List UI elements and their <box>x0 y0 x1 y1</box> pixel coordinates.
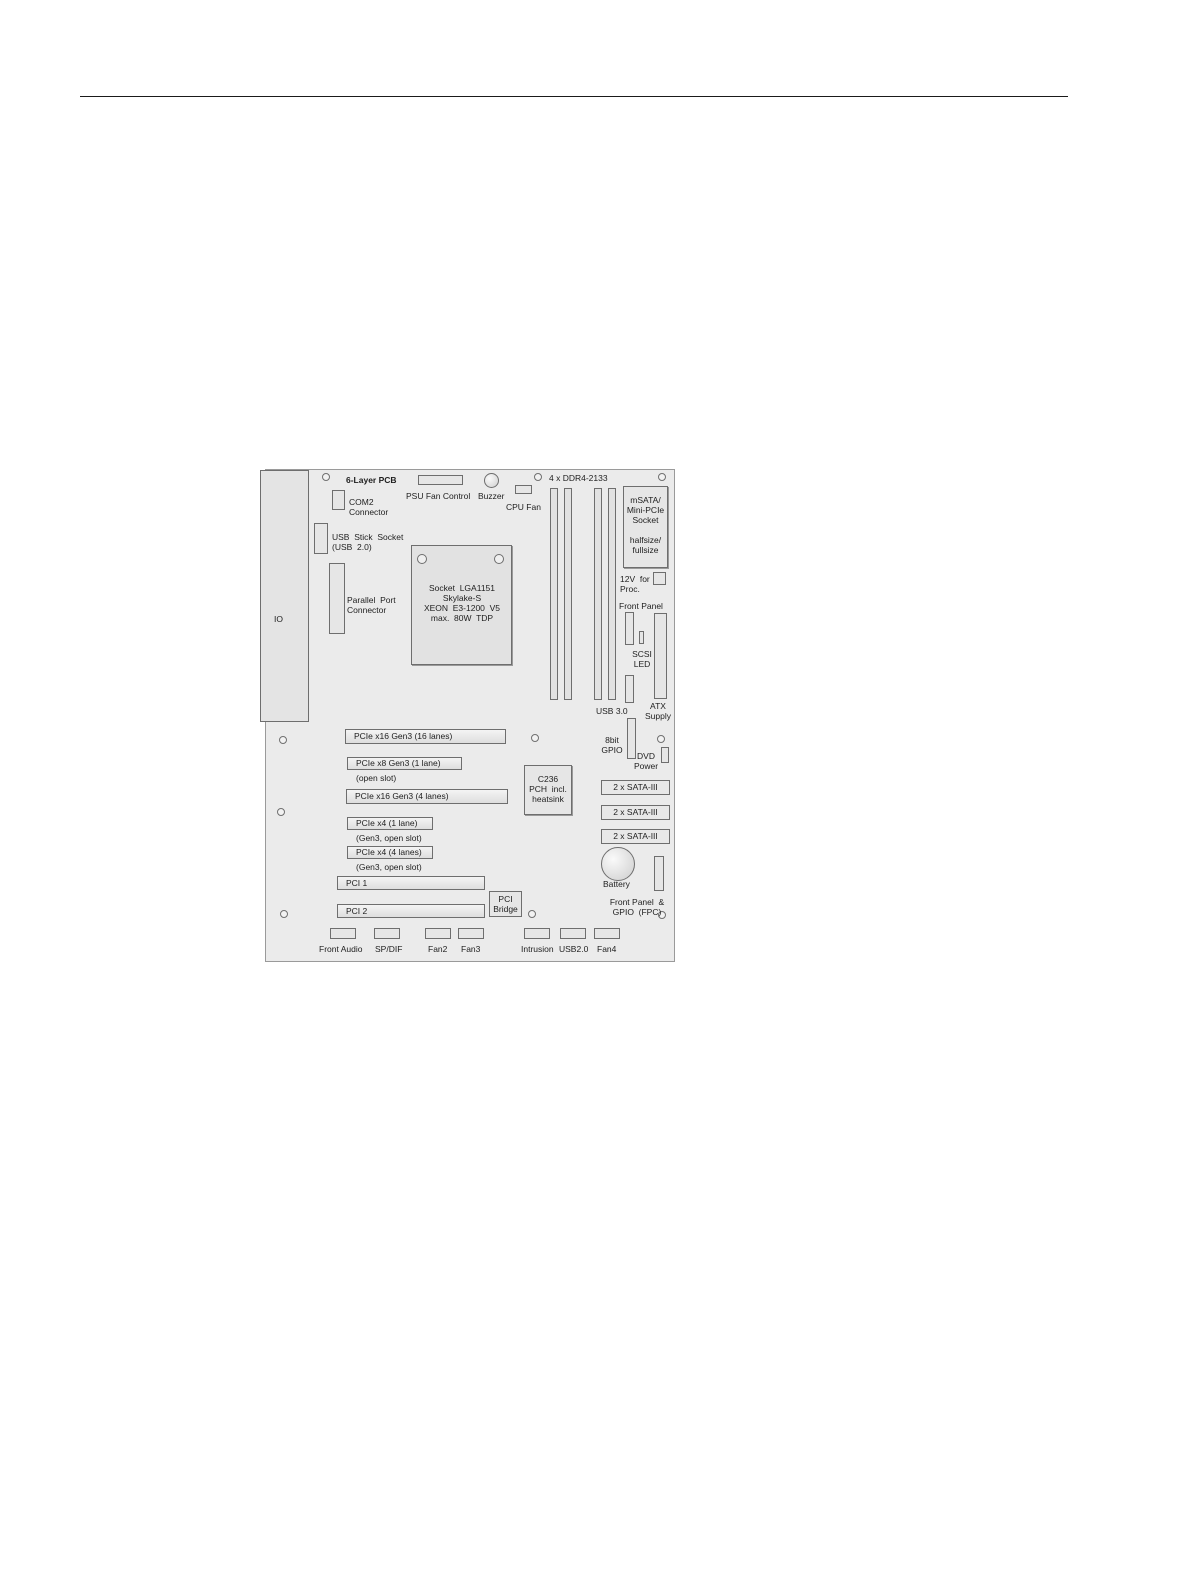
mounting-hole <box>528 910 536 918</box>
usb20-label: USB2.0 <box>559 944 589 954</box>
power12v-label: 12V for Proc. <box>620 574 650 594</box>
mounting-hole <box>322 473 330 481</box>
gpio-header <box>627 718 636 759</box>
pcie-x8-note: (open slot) <box>356 773 397 783</box>
pch-chip: C236 PCH incl. heatsink <box>524 765 572 815</box>
fpc-label: Front Panel & GPIO (FPC) <box>609 897 665 917</box>
mounting-hole <box>279 736 287 744</box>
dvd-power-connector <box>661 747 669 763</box>
atx-label: ATX Supply <box>645 701 671 721</box>
battery-label: Battery <box>603 879 630 889</box>
cpu-label: Socket LGA1151 Skylake-S XEON E3-1200 V5… <box>423 583 501 623</box>
scsi-led-header <box>639 631 644 644</box>
usb20-header <box>560 928 586 939</box>
sata-connector-2: 2 x SATA-III <box>601 805 670 820</box>
cpu-fan-label: CPU Fan <box>506 502 541 512</box>
dimm-slot <box>608 488 616 700</box>
intrusion-label: Intrusion <box>521 944 554 954</box>
mounting-hole <box>658 911 666 919</box>
usb3-header <box>625 675 634 703</box>
usb3-label: USB 3.0 <box>596 706 628 716</box>
pcie-x4-note-2: (Gen3, open slot) <box>356 862 422 872</box>
atx-connector <box>654 613 667 699</box>
sata-connector-1: 2 x SATA-III <box>601 780 670 795</box>
com2-label: COM2 Connector <box>349 497 389 517</box>
front-panel-label: Front Panel <box>619 601 663 611</box>
cpu-socket: Socket LGA1151 Skylake-S XEON E3-1200 V5… <box>411 545 512 665</box>
pcie-x16-slot-1: PCIe x16 Gen3 (16 lanes) <box>345 729 506 744</box>
scsi-led-label: SCSI LED <box>632 649 652 669</box>
fan2-label: Fan2 <box>428 944 448 954</box>
msata-label: mSATA/ Mini-PCIe Socket halfsize/ fullsi… <box>626 495 665 555</box>
dimm-slot <box>564 488 572 700</box>
mounting-hole <box>531 734 539 742</box>
mounting-hole <box>277 808 285 816</box>
front-audio-label: Front Audio <box>319 944 363 954</box>
dvd-power-label: DVD Power <box>633 751 659 771</box>
battery <box>601 847 635 881</box>
sata-connector-3: 2 x SATA-III <box>601 829 670 844</box>
pcie-x4-slot-1: PCIe x4 (1 lane) <box>347 817 433 830</box>
buzzer <box>484 473 499 488</box>
board-title: 6-Layer PCB <box>346 475 397 485</box>
front-audio-header <box>330 928 356 939</box>
spdif-label: SP/DIF <box>375 944 403 954</box>
cpu-screw <box>417 554 427 564</box>
power12v-connector <box>653 572 666 585</box>
pci-slot-2: PCI 2 <box>337 904 485 918</box>
pcie-x4-note-1: (Gen3, open slot) <box>356 833 422 843</box>
fan4-header <box>594 928 620 939</box>
psu-fan-label: PSU Fan Control <box>406 491 471 501</box>
pch-label: C236 PCH incl. heatsink <box>529 774 567 804</box>
fan3-header <box>458 928 484 939</box>
io-panel: IO <box>260 470 309 722</box>
spdif-header <box>374 928 400 939</box>
fpc-connector <box>654 856 664 891</box>
mounting-hole <box>658 473 666 481</box>
usb-stick-label: USB Stick Socket (USB 2.0) <box>332 532 404 552</box>
ddr-label: 4 x DDR4-2133 <box>549 473 608 483</box>
msata-socket: mSATA/ Mini-PCIe Socket halfsize/ fullsi… <box>623 486 668 568</box>
io-label: IO <box>274 614 283 624</box>
cpu-fan-header <box>515 485 532 494</box>
header-rule <box>80 96 1068 97</box>
fan4-label: Fan4 <box>597 944 617 954</box>
dimm-slot <box>550 488 558 700</box>
mounting-hole <box>280 910 288 918</box>
dimm-slot <box>594 488 602 700</box>
front-panel-header <box>625 612 634 645</box>
pci-bridge-label: PCI Bridge <box>493 894 518 914</box>
usb-stick-socket <box>314 523 328 554</box>
motherboard-diagram: 6-Layer PCB IO COM2 Connector PSU Fan Co… <box>260 469 675 962</box>
cpu-screw <box>494 554 504 564</box>
parallel-port <box>329 563 345 634</box>
gpio-label: 8bit GPIO <box>601 735 623 755</box>
pcie-x4-slot-2: PCIe x4 (4 lanes) <box>347 846 433 859</box>
pci-slot-1: PCI 1 <box>337 876 485 890</box>
mounting-hole <box>657 735 665 743</box>
pcie-x16-slot-2: PCIe x16 Gen3 (4 lanes) <box>346 789 508 804</box>
parallel-label: Parallel Port Connector <box>347 595 396 615</box>
pcie-x8-slot: PCIe x8 Gen3 (1 lane) <box>347 757 462 770</box>
mounting-hole <box>534 473 542 481</box>
fan3-label: Fan3 <box>461 944 481 954</box>
psu-fan-header <box>418 475 463 485</box>
com2-connector <box>332 490 345 510</box>
pci-bridge: PCI Bridge <box>489 891 522 917</box>
buzzer-label: Buzzer <box>478 491 505 501</box>
fan2-header <box>425 928 451 939</box>
intrusion-header <box>524 928 550 939</box>
